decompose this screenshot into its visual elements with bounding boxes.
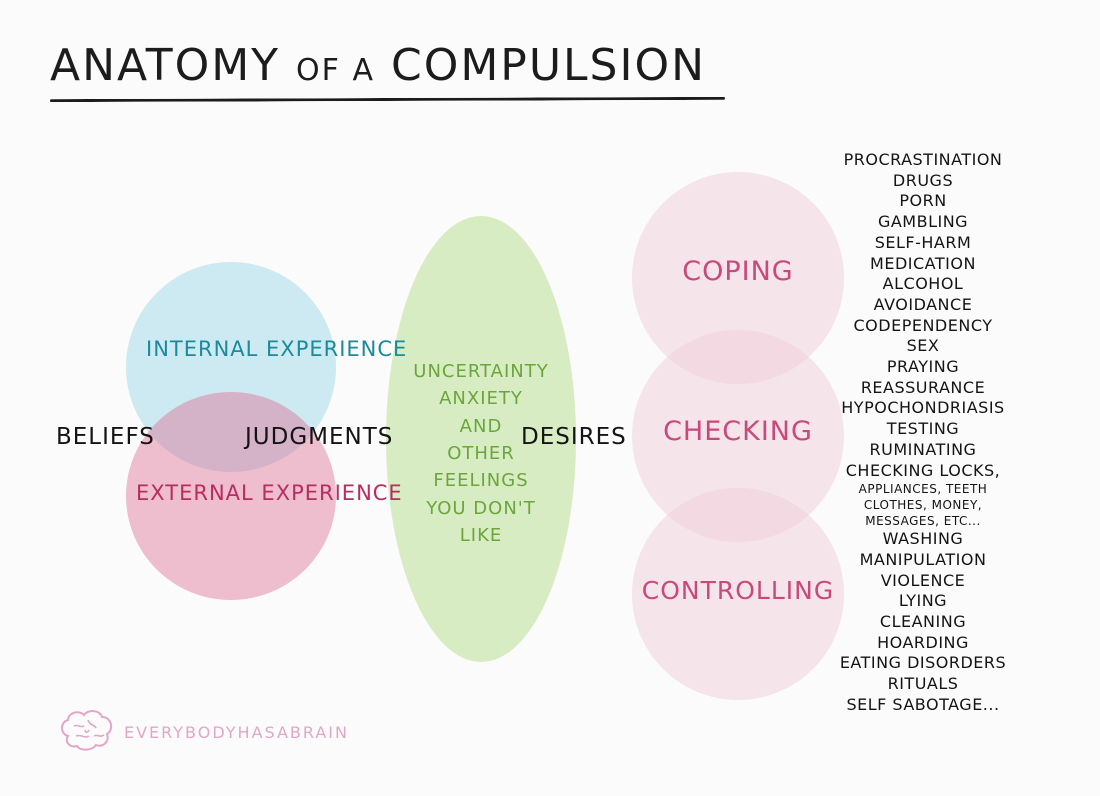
feelings-line: UNCERTAINTY xyxy=(413,361,549,382)
external-experience-text: EXTERNAL EXPERIENCE xyxy=(136,481,403,505)
list-item: RITUALS xyxy=(887,674,959,694)
coping-label: COPING xyxy=(682,256,794,287)
list-item: TESTING xyxy=(886,419,960,439)
controlling-circle xyxy=(632,488,844,700)
list-item: PORN xyxy=(899,191,947,211)
page-title: ANATOMY OF A COMPULSION xyxy=(50,40,706,91)
list-item: SELF-HARM xyxy=(874,232,972,252)
list-item: EATING DISORDERS xyxy=(839,653,1007,673)
list-item: SEX xyxy=(906,336,940,356)
brand-logo: EVERYBODYHASABRAIN xyxy=(58,706,349,758)
internal-experience-text: INTERNAL EXPERIENCE xyxy=(146,337,408,361)
list-item: RUMINATING xyxy=(869,439,977,459)
feelings-line: LIKE xyxy=(459,525,503,547)
internal-experience-circle xyxy=(126,262,336,472)
list-item: LYING xyxy=(898,591,948,611)
list-item: MANIPULATION xyxy=(859,549,987,569)
list-item: REASSURANCE xyxy=(860,377,986,397)
judgments-label: JUDGMENTS xyxy=(245,424,394,450)
list-item: CLOTHES, MONEY, xyxy=(863,498,983,513)
title-of: OF A xyxy=(296,53,375,88)
feelings-line: FEELINGS xyxy=(433,470,529,492)
list-item: AVOIDANCE xyxy=(873,294,973,314)
list-item: MESSAGES, etc... xyxy=(865,514,981,529)
list-item: CLEANING xyxy=(879,612,967,632)
title-underline xyxy=(49,96,726,103)
controlling-label: CONTROLLING xyxy=(641,576,835,605)
feelings-label: UNCERTAINTY ANXIETY AND OTHER FEELINGS Y… xyxy=(386,358,576,550)
list-item: SELF SABOTAGE... xyxy=(846,694,1000,714)
feelings-line: AND xyxy=(459,415,503,437)
feelings-line: YOU DON'T xyxy=(426,497,536,519)
external-experience-circle xyxy=(126,392,336,600)
desires-label: DESIRES xyxy=(521,424,627,450)
list-item: HYPOCHONDRIASIS xyxy=(841,398,1005,418)
compulsions-list: PROCRASTINATION DRUGS PORN GAMBLING SELF… xyxy=(814,150,1032,716)
feelings-line: ANXIETY xyxy=(439,388,523,410)
brain-icon xyxy=(58,706,116,758)
list-item: CHECKING LOCKS, xyxy=(845,460,1001,480)
list-item: CODEPENDENCY xyxy=(853,315,993,335)
feelings-ellipse xyxy=(386,216,576,662)
list-item: MEDICATION xyxy=(870,253,976,273)
list-item: DRUGS xyxy=(892,170,954,190)
list-item: HOARDING xyxy=(877,632,969,652)
list-item: ALCOHOL xyxy=(882,274,964,294)
list-item: PROCRASTINATION xyxy=(843,150,1003,169)
internal-experience-label: INTERNAL EXPERIENCE xyxy=(146,337,408,361)
list-item: VIOLENCE xyxy=(880,570,966,590)
brand-name: EVERYBODYHASABRAIN xyxy=(124,722,349,742)
list-item: GAMBLING xyxy=(877,212,969,232)
feelings-line: OTHER xyxy=(447,443,515,465)
checking-label: CHECKING xyxy=(663,416,813,447)
beliefs-label: BELIEFS xyxy=(56,424,155,450)
list-item: WASHING xyxy=(882,529,964,549)
title-main: ANATOMY xyxy=(50,40,281,91)
title-end: COMPULSION xyxy=(390,40,707,91)
external-experience-label: EXTERNAL EXPERIENCE xyxy=(136,481,403,505)
list-item: PRAYING xyxy=(886,357,960,377)
list-item: APPLIANCES, TEETH xyxy=(858,482,988,497)
